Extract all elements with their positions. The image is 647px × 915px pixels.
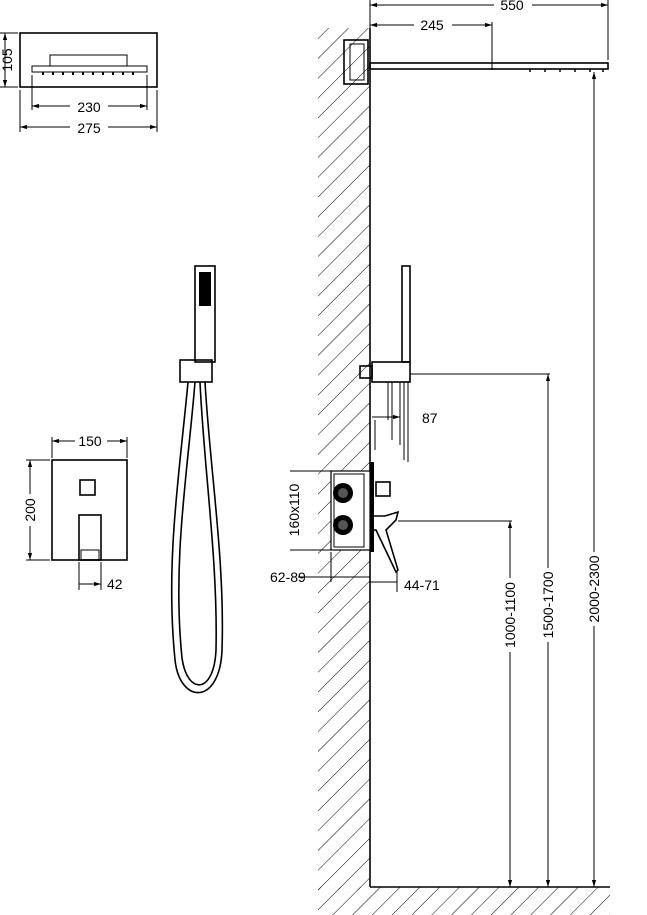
dim-head-height-range: 2000-2300 (586, 555, 602, 622)
dim-mixer-height: 200 (22, 498, 38, 522)
shower-arm-side-view (343, 0, 609, 85)
shower-head-front-view (0, 32, 158, 134)
hand-shower-holder-side-view (359, 265, 550, 462)
dim-box-size: 160x110 (286, 483, 302, 536)
mixer-box-side-view (290, 462, 512, 592)
dim-mixer-height-range: 1000-1100 (502, 582, 518, 648)
dim-arm-length: 550 (500, 0, 524, 13)
dim-mixer-depth: 42 (107, 576, 123, 592)
dim-handshower-height-range: 1500-1700 (540, 571, 556, 638)
dim-box-depth: 62-89 (270, 569, 306, 585)
dim-arm-wall-offset: 245 (420, 17, 444, 33)
dim-head-inner-width: 230 (77, 99, 101, 115)
dim-lever-projection: 44-71 (404, 577, 440, 593)
wall (318, 28, 371, 890)
dim-head-height: 105 (0, 48, 15, 72)
floor (318, 886, 610, 915)
mixer-front-view (22, 433, 128, 590)
dim-mixer-width: 150 (78, 433, 102, 449)
dim-head-outer-width: 275 (77, 120, 101, 136)
height-dimensions (502, 72, 602, 887)
hand-shower-with-hose (170, 265, 224, 694)
dim-holder-offset: 87 (422, 410, 438, 426)
